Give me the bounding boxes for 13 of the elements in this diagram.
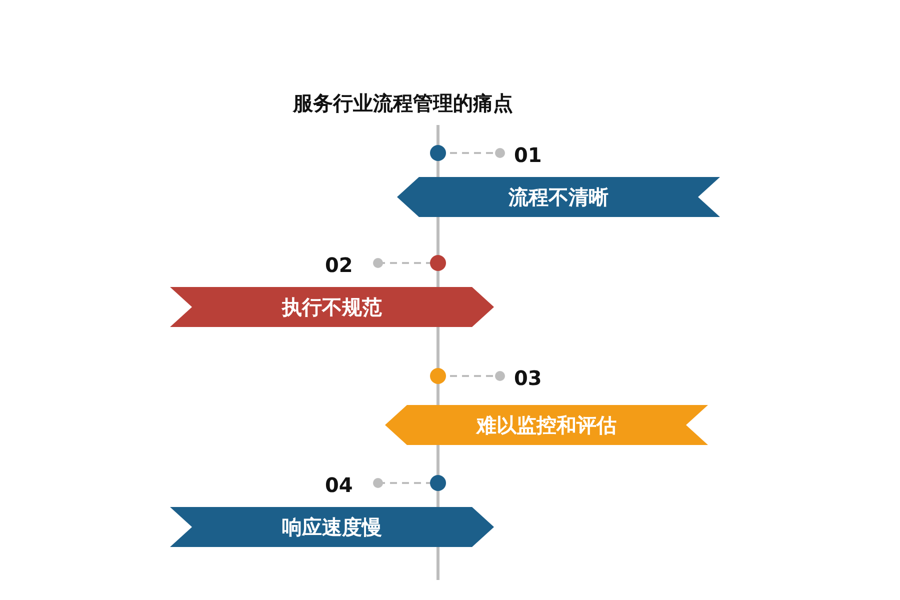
step-number: 03 <box>514 366 542 390</box>
arrow-banner <box>385 405 708 445</box>
banner-text: 流程不清晰 <box>507 184 610 211</box>
arrow-banner <box>397 177 720 217</box>
step-number: 01 <box>514 143 542 167</box>
title: 服务行业流程管理的痛点 <box>293 90 514 116</box>
banner-text: 难以监控和评估 <box>475 412 618 439</box>
banner-text: 响应速度慢 <box>281 514 383 541</box>
arrow-banner <box>170 507 494 547</box>
step-number: 04 <box>325 473 353 497</box>
arrow-banner <box>170 287 494 327</box>
banner-text: 执行不规范 <box>280 294 383 321</box>
step-number: 02 <box>325 253 353 277</box>
